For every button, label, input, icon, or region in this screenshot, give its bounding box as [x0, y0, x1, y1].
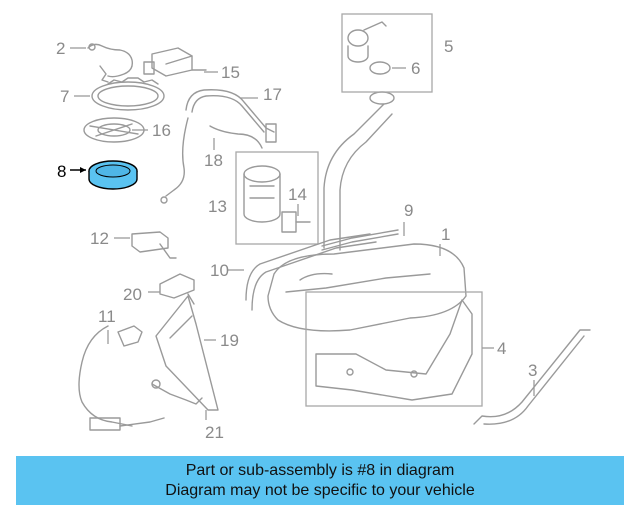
callout-12: 12 [90, 229, 109, 248]
part-19-heat-shield [155, 295, 219, 411]
part-9-vent-lines [321, 229, 399, 251]
info-banner: Part or sub-assembly is #8 in diagram Di… [16, 456, 624, 505]
part-13-fuel-pump [243, 165, 281, 223]
part-11-wire-harness [78, 325, 165, 431]
part-2-sensor-wire [87, 43, 134, 83]
part-10-fuel-lines [245, 233, 377, 311]
callout-7: 7 [60, 87, 69, 106]
callout-13: 13 [208, 197, 227, 216]
callout-18: 18 [204, 151, 223, 170]
part-1-fuel-tank [267, 243, 467, 332]
banner-line-1: Part or sub-assembly is #8 in diagram [185, 461, 455, 479]
callout-14: 14 [288, 185, 307, 204]
part-6-o-ring [369, 61, 391, 75]
part-7-lock-ring [91, 77, 165, 111]
callout-2: 2 [56, 39, 65, 58]
part-3-tank-strap [473, 329, 591, 425]
part-14-level-sensor [281, 211, 311, 233]
part-filler-neck [323, 91, 395, 251]
callout-15: 15 [221, 63, 240, 82]
callout-19: 19 [220, 331, 239, 350]
callout-1: 1 [441, 225, 450, 244]
callout-17: 17 [263, 85, 282, 104]
box-13-fuel-pump [235, 151, 319, 245]
callout-10: 10 [210, 261, 229, 280]
box-4-tank-shield [305, 291, 483, 407]
callout-8: 8 [57, 162, 66, 181]
part-21-clip [151, 379, 203, 405]
part-4-tank-shield [315, 299, 473, 401]
callout-4: 4 [497, 339, 506, 358]
part-15-connector [143, 47, 207, 77]
callout-9: 9 [404, 201, 413, 220]
callout-16: 16 [152, 121, 171, 140]
callout-11: 11 [98, 307, 116, 326]
callout-3: 3 [528, 361, 537, 380]
part-5-filler-cap [347, 21, 387, 63]
part-20-bracket [159, 273, 195, 305]
banner-line-2: Diagram may not be specific to your vehi… [165, 481, 475, 499]
callout-21: 21 [205, 423, 224, 442]
part-8-gasket [88, 160, 138, 190]
callout-5: 5 [444, 37, 453, 56]
callout-6: 6 [411, 59, 420, 78]
leader-8-arrow [80, 167, 86, 173]
part-17-pipe [185, 89, 277, 143]
box-5-filler-cap [341, 13, 433, 93]
part-12-fuel-filter [131, 231, 177, 259]
parts-diagram: 2 7 8 16 15 17 18 13 14 12 20 10 11 19 2… [56, 13, 591, 442]
callout-20: 20 [123, 285, 142, 304]
part-18-harness [160, 117, 263, 204]
